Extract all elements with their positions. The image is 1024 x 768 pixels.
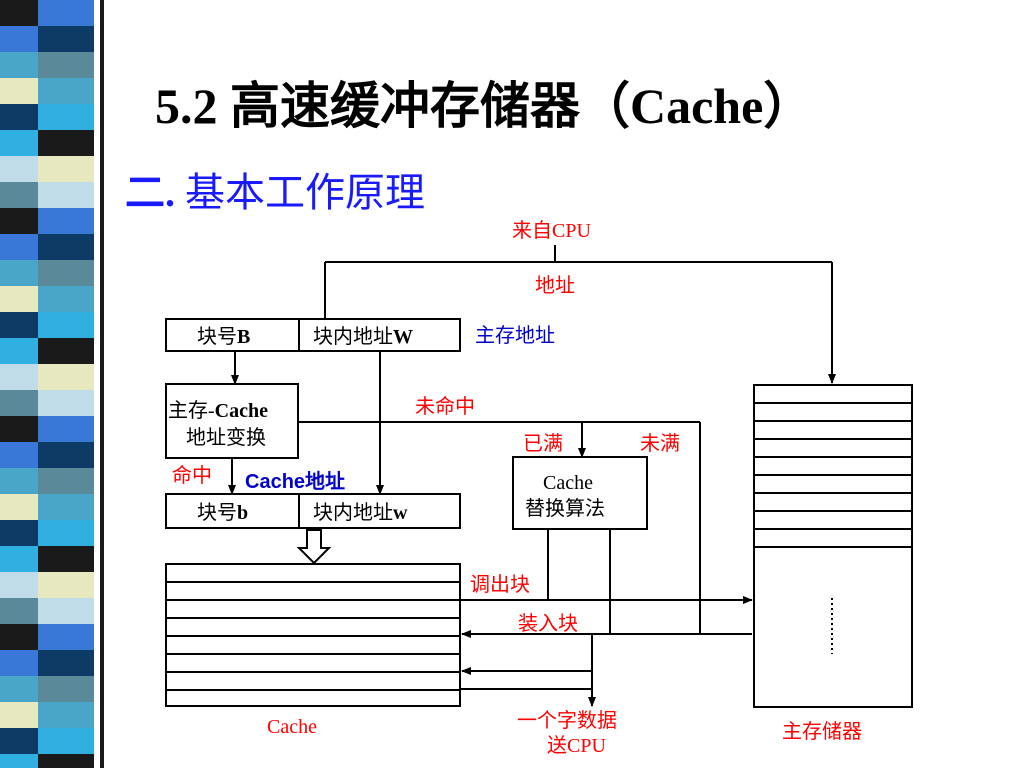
cache-memory xyxy=(165,563,461,707)
slide-subtitle: 二. 基本工作原理 xyxy=(125,160,425,218)
main-memory xyxy=(753,384,913,708)
address-translation-box xyxy=(165,383,299,459)
replacement-line2: 替换算法 xyxy=(525,497,605,520)
load-block-label: 装入块 xyxy=(518,612,578,635)
block-offset-w-label: 块内地址w xyxy=(313,501,408,524)
word-to-cpu-line1: 一个字数据 xyxy=(517,709,617,732)
full-label: 已满 xyxy=(523,432,563,455)
replacement-algorithm-box xyxy=(512,456,648,530)
transfer-paths xyxy=(460,529,753,707)
hit-label: 命中 xyxy=(172,464,212,487)
block-number-b-label: 块号b xyxy=(197,501,248,524)
word-to-cpu-line2: 送CPU xyxy=(547,734,606,757)
address-label: 地址 xyxy=(535,274,575,297)
main-memory-address-label: 主存地址 xyxy=(475,324,555,347)
cache-label: Cache xyxy=(267,716,317,738)
evict-block-label: 调出块 xyxy=(470,573,530,596)
subtitle-text: 基本工作原理 xyxy=(185,170,425,215)
cpu-address-bus xyxy=(324,245,836,384)
translation-line2: 地址变换 xyxy=(186,426,266,449)
decorative-left-stripe xyxy=(0,0,104,768)
not-full-label: 未满 xyxy=(640,432,680,455)
miss-path xyxy=(298,421,701,634)
replacement-line1: Cache xyxy=(543,472,593,494)
block-offset-W-label: 块内地址W xyxy=(313,325,413,348)
block-number-B-label: 块号B xyxy=(197,325,250,348)
main-memory-address-register xyxy=(165,318,461,352)
from-cpu-label: 来自CPU xyxy=(512,219,591,242)
cache-address-label: Cache地址 xyxy=(245,470,345,493)
subtitle-number: 二. xyxy=(125,170,175,215)
slide-title: 5.2 高速缓冲存储器（Cache） xyxy=(155,78,814,134)
access-cache-hollow-arrow xyxy=(296,529,332,565)
translation-line1: 主存-Cache xyxy=(168,399,268,422)
miss-label: 未命中 xyxy=(415,395,475,418)
main-memory-label: 主存储器 xyxy=(782,720,862,743)
cache-address-register xyxy=(165,493,461,529)
